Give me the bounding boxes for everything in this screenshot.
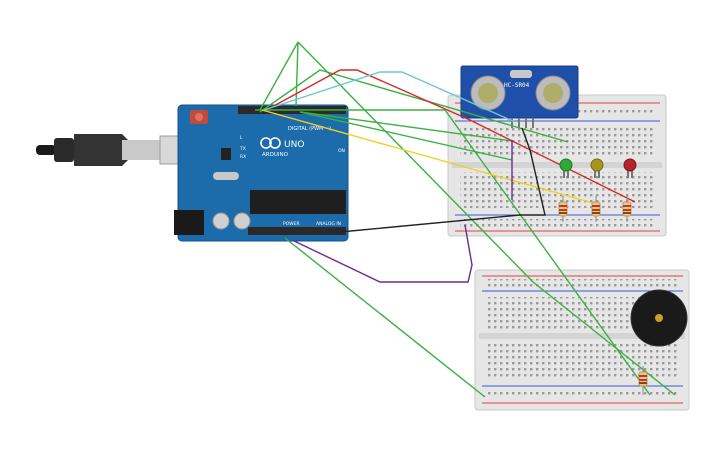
wire-green	[299, 111, 513, 161]
buzzer[interactable]	[630, 289, 688, 347]
buzzer-hole	[655, 314, 663, 322]
analog-label: ANALOG IN	[316, 221, 341, 227]
wire-cyan	[263, 71, 516, 123]
power-jack	[174, 210, 204, 235]
tx-label: TX	[239, 146, 246, 152]
resistor[interactable]	[558, 196, 568, 222]
wires	[255, 41, 676, 398]
wire-yellow	[261, 109, 601, 206]
wire-green	[284, 237, 486, 398]
wire-purple	[291, 224, 473, 283]
crystal	[213, 172, 239, 180]
brand-label: ARDUINO	[262, 152, 289, 158]
led-green[interactable]	[559, 158, 573, 178]
resistor[interactable]	[622, 196, 632, 222]
l-label: L	[240, 135, 243, 141]
capacitor	[233, 212, 251, 230]
rx-label: RX	[240, 154, 246, 160]
sensor-mesh	[543, 83, 563, 103]
usb-plug-body	[74, 134, 128, 166]
wire-red	[269, 69, 636, 203]
sensor-mesh	[478, 83, 498, 103]
wire-black	[339, 127, 546, 233]
on-label: ON	[338, 148, 345, 154]
usb-chip	[221, 148, 231, 160]
model-label: UNO	[284, 140, 304, 150]
resistor[interactable]	[638, 366, 648, 395]
breadboard-top	[447, 94, 667, 237]
usb-connector-metal	[122, 140, 160, 160]
reset-button-cap	[195, 113, 203, 121]
sensor-crystal	[510, 70, 532, 78]
ultrasonic-sensor[interactable]: HC-SR04	[460, 65, 579, 128]
wire-green	[259, 41, 299, 111]
microcontroller-chip	[250, 190, 346, 214]
wire-green	[255, 109, 651, 396]
power-analog-header	[248, 227, 346, 235]
wire-green	[259, 69, 569, 143]
power-label: POWER	[283, 221, 300, 227]
resistor[interactable]	[591, 196, 601, 222]
digital-label: DIGITAL (PWM ~)	[288, 126, 331, 132]
led-red[interactable]	[623, 158, 637, 178]
arduino-board[interactable]: DIGITAL (PWM ~) ARDUINO UNO ON TX RX L P…	[174, 104, 349, 242]
usb-cable	[36, 134, 201, 166]
sensor-name: HC-SR04	[504, 82, 530, 89]
led-yellow[interactable]	[590, 158, 604, 178]
capacitor	[212, 212, 230, 230]
arduino-logo-icon	[260, 137, 272, 149]
wire-green	[299, 111, 513, 142]
